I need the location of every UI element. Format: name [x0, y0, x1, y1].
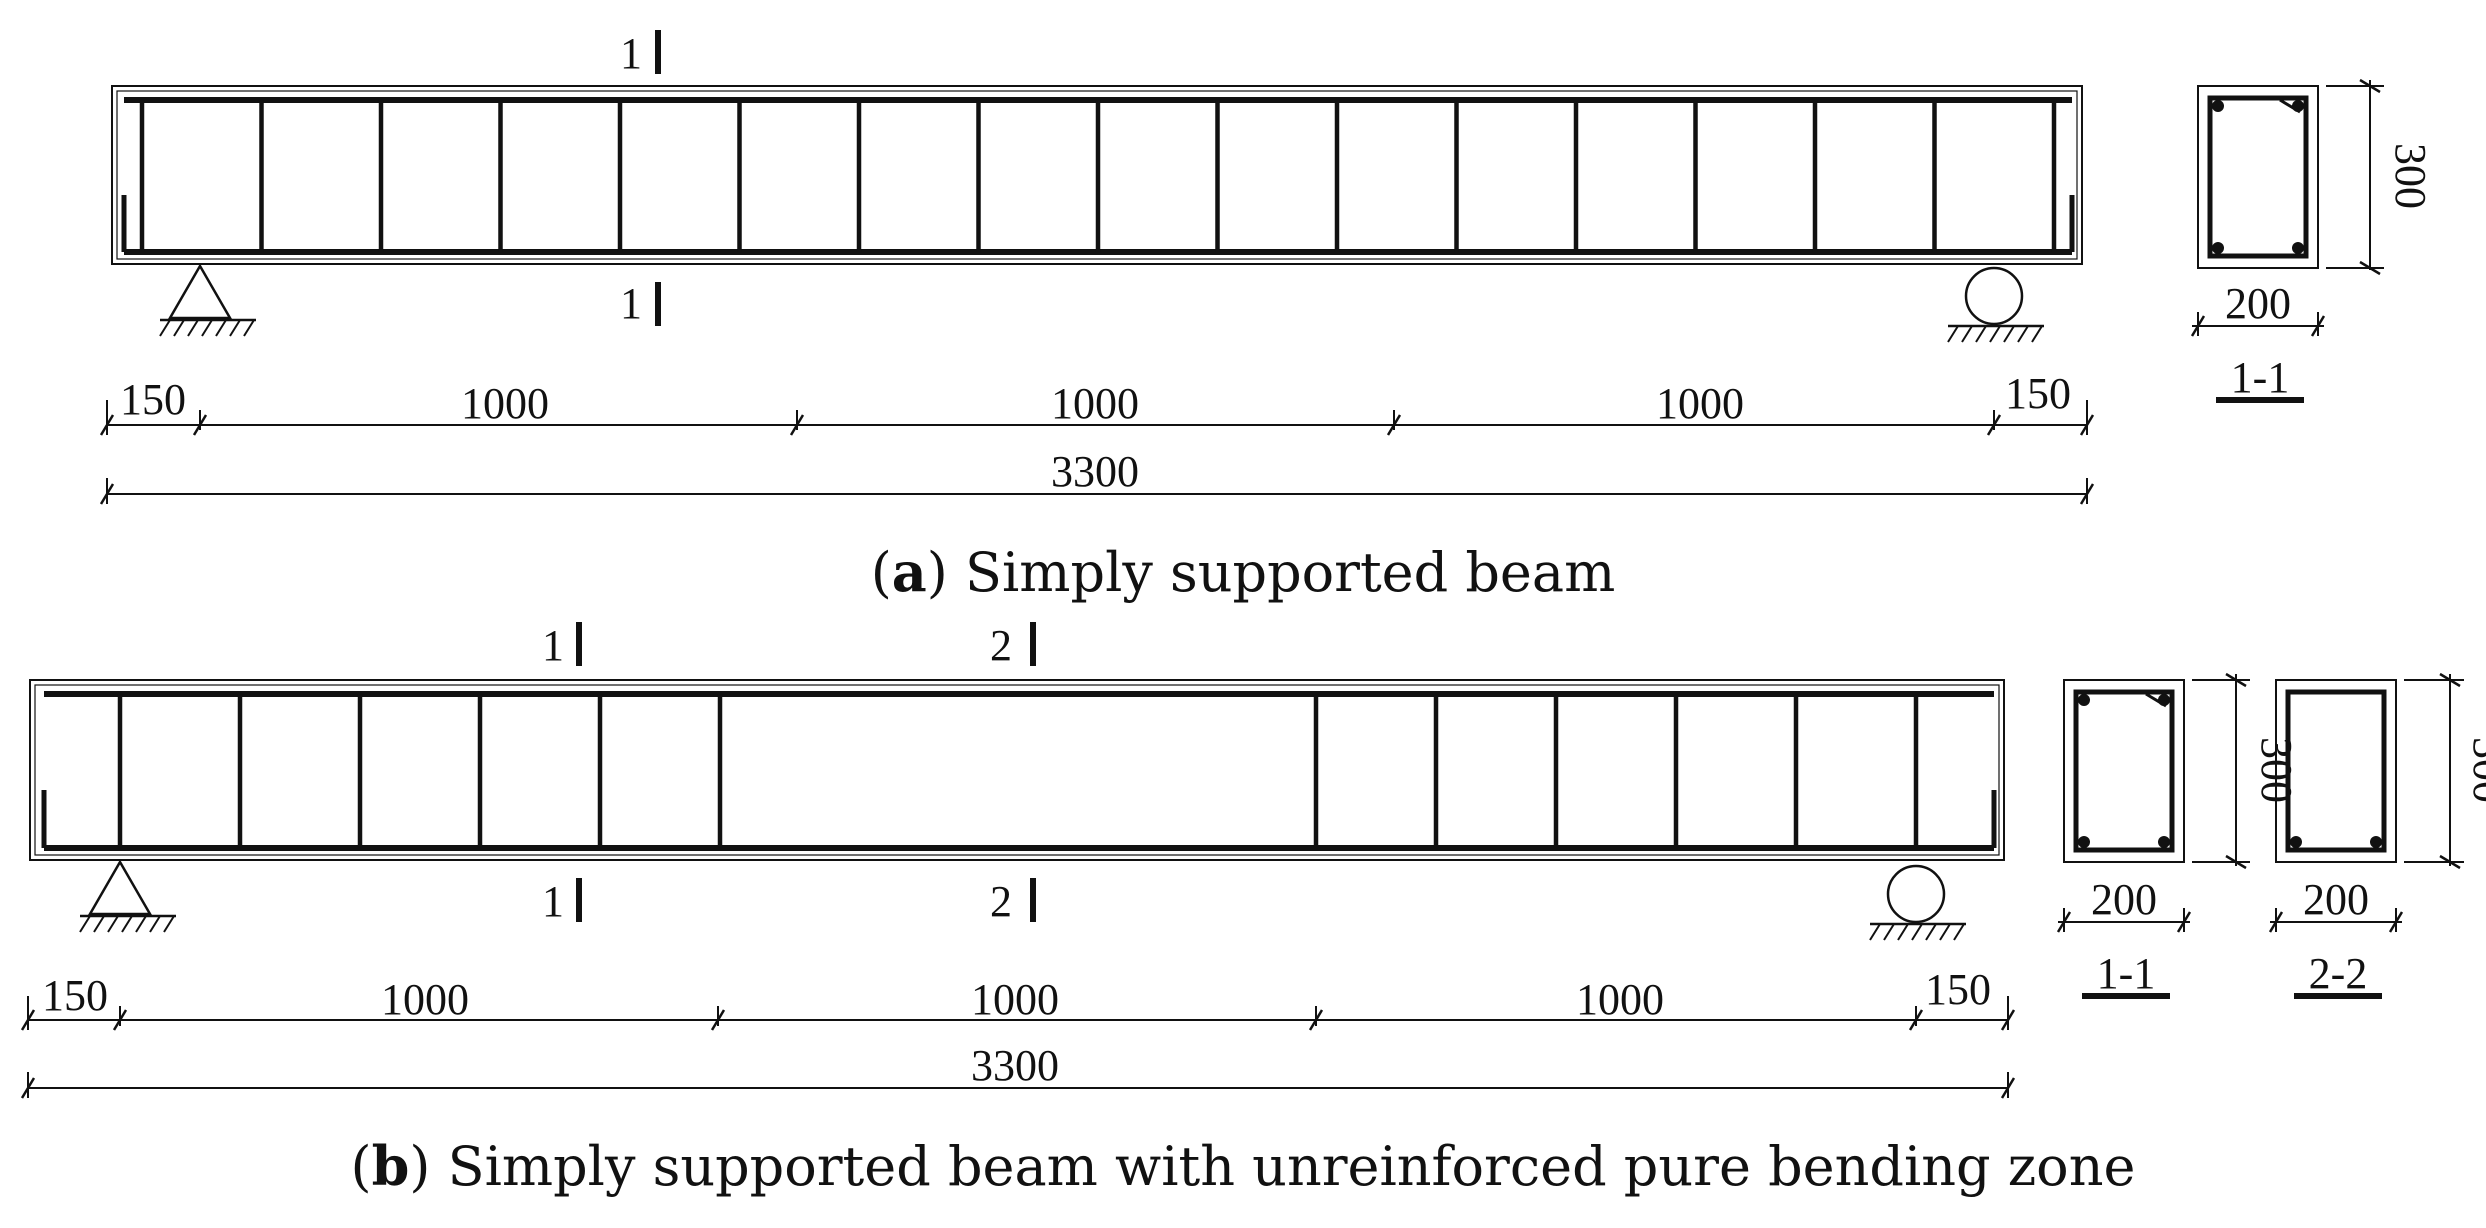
beam-b-inner-outline — [34, 684, 2000, 856]
dimension-a-total — [99, 478, 2095, 506]
cross-section-b1 — [2056, 672, 2250, 999]
section-b-marker1-bottom-bar — [576, 878, 582, 922]
cross-section-b2 — [2268, 672, 2464, 999]
dim-b-seg-4: 1000 — [1576, 975, 1664, 1024]
beam-a-stirrups — [139, 100, 2057, 252]
dim-a-seg-2: 1000 — [461, 379, 549, 428]
caption-b-letter: b — [371, 1134, 410, 1198]
section-b-marker2-top-label: 2 — [990, 621, 1012, 670]
section-b-marker2-bottom-bar — [1030, 878, 1036, 922]
section-a-marker-top-bar — [655, 30, 661, 74]
cross-section-b1-label: 1-1 — [2097, 949, 2156, 998]
cross-section-a-label: 1-1 — [2231, 353, 2290, 402]
section-a-marker-bottom-label: 1 — [620, 279, 642, 328]
roller-support-a — [1947, 266, 2044, 343]
caption-b: (b) Simply supported beam with unreinfor… — [350, 1134, 2136, 1198]
section-b-marker1-top-bar — [576, 622, 582, 666]
dimension-b-total — [20, 1072, 2016, 1100]
cross-section-b2-label: 2-2 — [2309, 949, 2368, 998]
dim-a-seg-4: 1000 — [1656, 379, 1744, 428]
section-b-marker1-bottom-label: 1 — [542, 877, 564, 926]
beam-b-stirrups — [117, 694, 1919, 848]
cross-section-b2-height: 300 — [2464, 737, 2486, 803]
beam-b-outline — [29, 679, 2005, 861]
caption-a-letter: a — [891, 540, 927, 604]
beam-a-outline — [111, 85, 2083, 265]
dimension-b-segments — [20, 996, 2016, 1032]
caption-b-text: Simply supported beam with unreinforced … — [430, 1135, 2136, 1198]
dim-a-seg-3: 1000 — [1051, 379, 1139, 428]
dimension-a-segments — [99, 400, 2095, 437]
panel-b: 1 2 1 2 — [20, 621, 2486, 1100]
panel-a: 1 1 — [99, 29, 2435, 506]
pin-support-a — [159, 263, 256, 337]
caption-a-text: Simply supported beam — [947, 541, 1616, 604]
cross-section-a-width: 200 — [2225, 279, 2291, 328]
dim-b-seg-3: 1000 — [971, 975, 1059, 1024]
dim-b-seg-2: 1000 — [381, 975, 469, 1024]
pin-support-b — [79, 859, 176, 933]
section-b-marker1-top-label: 1 — [542, 621, 564, 670]
dim-a-seg-1: 150 — [120, 375, 186, 424]
section-a-marker-top-label: 1 — [620, 29, 642, 78]
cross-section-b2-width: 200 — [2303, 875, 2369, 924]
dim-b-seg-5: 150 — [1925, 965, 1991, 1014]
beam-a-inner-outline — [116, 90, 2078, 260]
section-b-marker2-bottom-label: 2 — [990, 877, 1012, 926]
dim-b-seg-1: 150 — [42, 971, 108, 1020]
cross-section-b1-width: 200 — [2091, 875, 2157, 924]
dim-a-seg-5: 150 — [2005, 369, 2071, 418]
cross-section-a-height: 300 — [2386, 143, 2435, 209]
roller-support-b — [1869, 864, 1966, 941]
dim-a-total: 3300 — [1051, 447, 1139, 496]
dim-b-total: 3300 — [971, 1041, 1059, 1090]
section-a-marker-bottom-bar — [655, 282, 661, 326]
cross-section-a — [2190, 78, 2384, 403]
section-b-marker2-top-bar — [1030, 622, 1036, 666]
caption-a: (a) Simply supported beam — [870, 540, 1616, 604]
